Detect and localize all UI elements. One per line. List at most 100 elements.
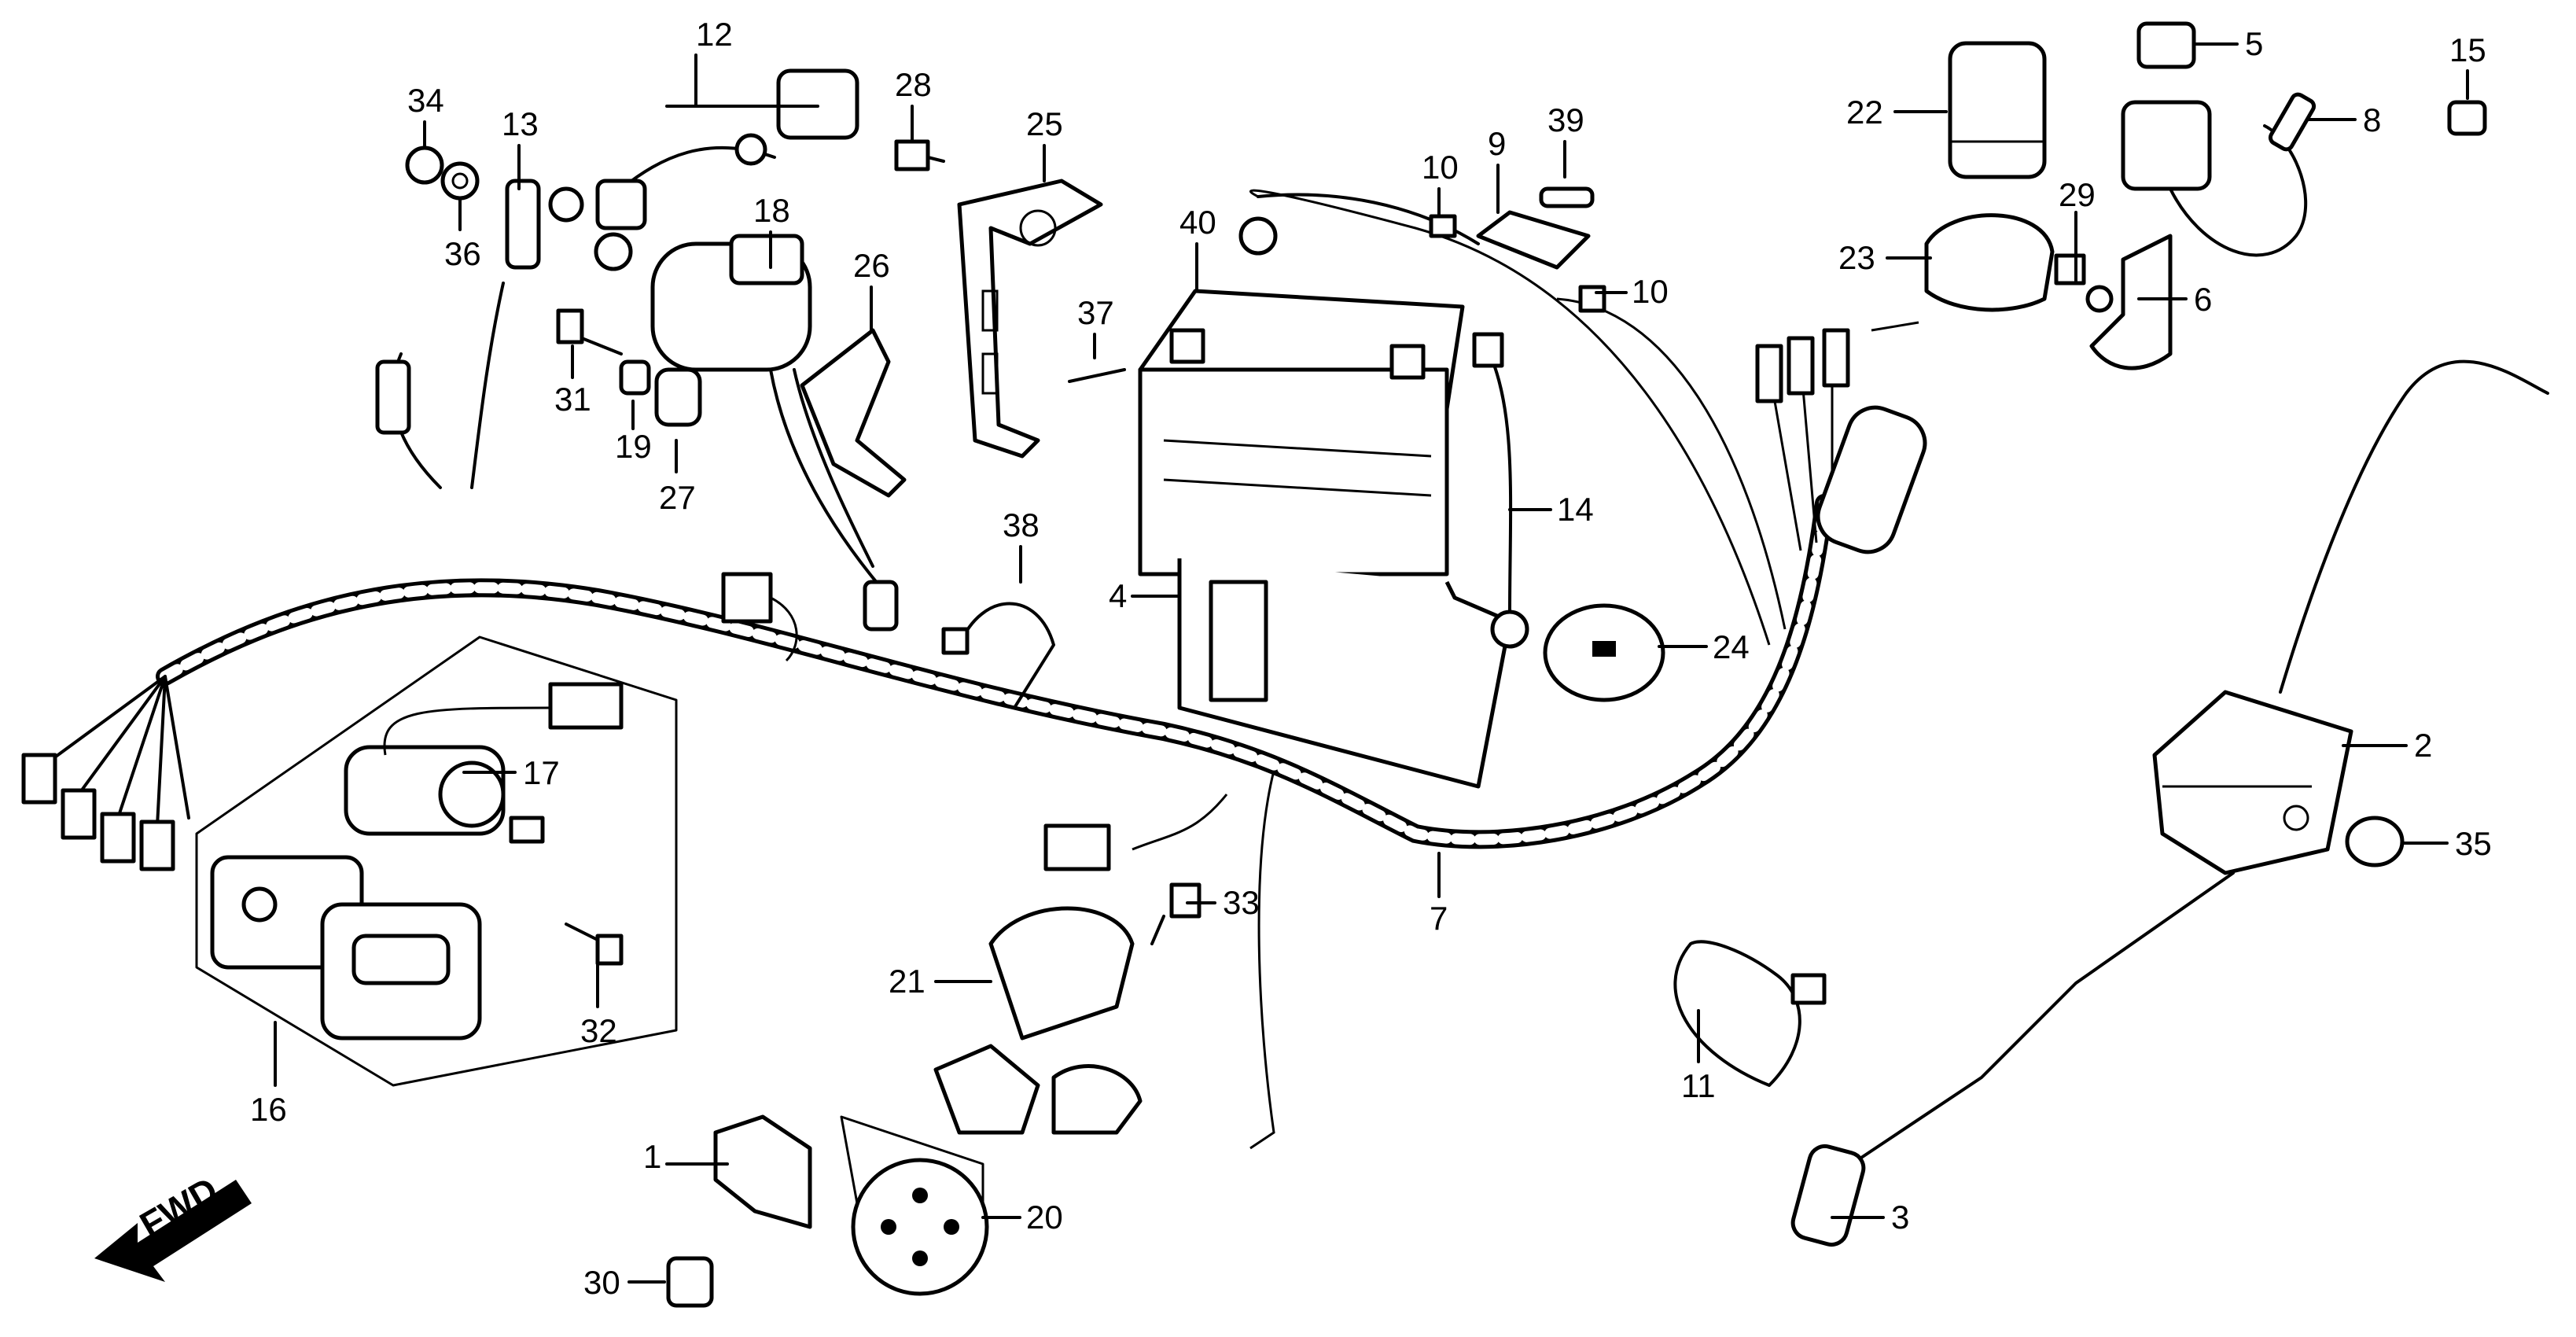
part-number-callouts: 1234567891010111213141516171819202122232… [250,16,2492,1301]
switch-panel-assembly [195,635,678,1087]
callout-20: 20 [981,1199,1063,1236]
part-number: 40 [1179,204,1216,241]
bolt-28 [894,139,945,171]
nut-34 [405,145,444,185]
collar-19 [619,359,651,396]
relay-bracket-6 [2089,234,2173,370]
callout-15: 15 [2449,31,2486,100]
part-number: 5 [2245,25,2263,62]
part-number: 34 [407,82,444,119]
cap-35 [2345,816,2405,867]
part-number: 29 [2059,176,2096,213]
callout-25: 25 [1026,105,1063,182]
part-number: 23 [1838,239,1875,276]
relay-22 [1948,41,2047,179]
part-number: 26 [853,247,890,284]
part-number: 10 [1632,273,1669,310]
part-number: 30 [583,1264,620,1301]
part-number: 6 [2194,281,2212,318]
callout-9: 9 [1488,125,1506,214]
ignition-coil [650,234,899,632]
callout-22: 22 [1846,94,1948,131]
part-number: 38 [1003,506,1040,543]
callout-16: 16 [250,1021,287,1128]
coil-bracket-26 [800,328,907,498]
callout-31: 31 [554,344,591,418]
callout-14: 14 [1508,491,1594,528]
part-number: 20 [1026,1199,1063,1236]
part-number: 28 [895,66,932,103]
callout-13: 13 [502,105,539,190]
bolt-15 [2447,100,2487,136]
band-11 [1673,940,1827,1087]
callout-23: 23 [1838,239,1932,276]
bolt-29 [2054,253,2086,285]
callout-39: 39 [1547,101,1584,179]
spare-fuse-10b [1578,285,1606,313]
horn [840,1115,989,1296]
part-number: 22 [1846,94,1883,131]
callout-37: 37 [1077,294,1114,359]
callout-17: 17 [462,754,560,791]
fuse-holder [1476,210,1591,270]
part-number: 39 [1547,101,1584,138]
battery [1138,289,1465,576]
callout-30: 30 [583,1264,666,1301]
bolt-30 [666,1256,714,1308]
part-number: 24 [1713,628,1750,665]
holder-1 [713,1114,812,1229]
spark-plug-cap [1790,1144,1866,1247]
terminal-8 [2268,92,2317,152]
part-number: 18 [753,192,790,229]
washer-29 [2085,285,2114,313]
clamp-38 [941,602,1055,709]
cdi-unit [2152,690,2353,875]
callout-4: 4 [1109,577,1181,614]
part-number: 37 [1077,294,1114,331]
callout-40: 40 [1179,204,1216,293]
part-number: 4 [1109,577,1127,614]
callout-8: 8 [2306,101,2381,138]
part-number: 12 [696,16,733,53]
callout-11: 11 [1681,1009,1716,1104]
callout-33: 33 [1186,884,1260,921]
callout-24: 24 [1658,628,1750,665]
part-number: 36 [444,235,481,272]
part-number: 7 [1430,900,1448,937]
bolt-33 [1150,882,1202,945]
callout-36: 36 [444,199,481,272]
high-tension-cable [1838,359,2549,1173]
part-number: 14 [1557,491,1594,528]
condenser-unit [1816,321,1927,554]
callout-10: 10 [1595,273,1669,310]
callout-26: 26 [853,247,890,332]
battery-ground-cable [375,179,584,489]
callout-32: 32 [580,962,617,1049]
callout-3: 3 [1831,1199,1909,1236]
part-number: 32 [580,1012,617,1049]
part-number: 15 [2449,31,2486,68]
callout-12: 12 [696,16,733,53]
washer-36 [440,161,480,201]
callout-19: 19 [615,400,652,465]
battery-case [1177,558,1512,789]
part-number: 11 [1681,1067,1716,1104]
battery-cable-14 [1472,332,1529,649]
fuse-39 [1539,186,1595,208]
spare-fuse-10a [1429,214,1457,238]
part-number: 35 [2455,825,2492,862]
part-number: 13 [502,105,539,142]
part-number: 10 [1422,149,1459,186]
clamp-21 [933,906,1143,1135]
starter-cable [594,68,859,271]
callout-21: 21 [889,963,992,1000]
callout-35: 35 [2401,825,2492,862]
bolt-31 [556,308,623,355]
part-number: 25 [1026,105,1063,142]
callout-18: 18 [753,192,790,269]
part-number: 19 [615,428,652,465]
callout-2: 2 [2342,727,2432,764]
part-number: 16 [250,1091,287,1128]
grommet-27 [654,367,702,427]
